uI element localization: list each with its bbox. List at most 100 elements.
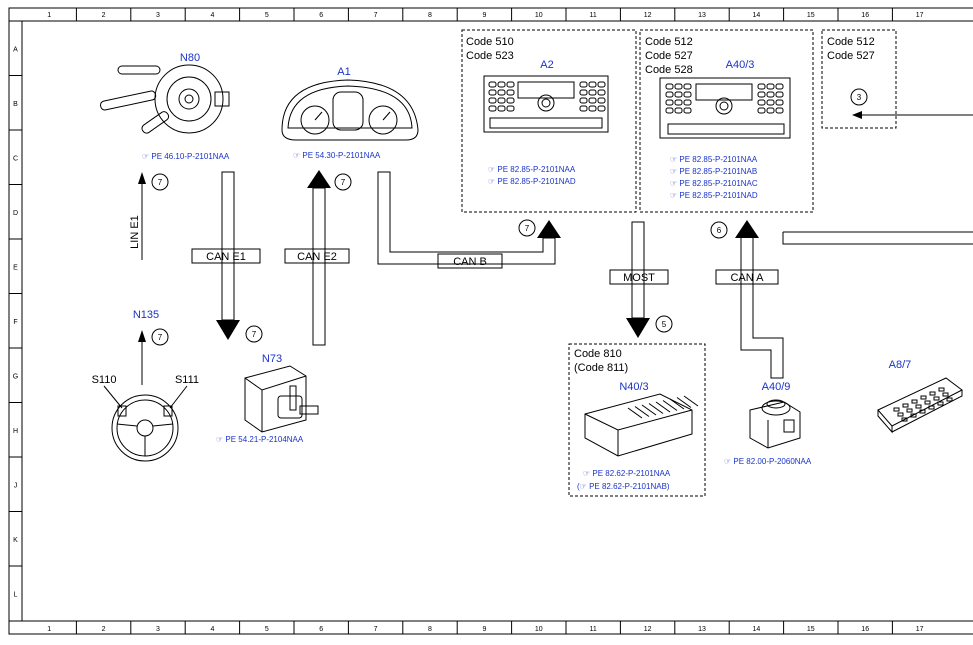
a8-7-label: A8/7 [889, 359, 912, 371]
a2-component: Code 510 Code 523 A2 ☞ PE 82.85-P-2101NA… [461, 29, 637, 213]
column-label-top: 7 [374, 12, 378, 19]
n40-3-code-box [568, 343, 706, 497]
a40-3-component: Code 512 Code 527 Code 528 A40/3 ☞ PE 82… [639, 29, 814, 213]
a1-component: A1 ☞ PE 54.30-P-2101NAA [281, 66, 419, 160]
right-code-1: Code 512 [827, 36, 875, 48]
a40-3-code-box [639, 29, 814, 213]
a2-label: A2 [540, 59, 553, 71]
amplifier-icon [584, 393, 699, 457]
a1-ref: PE 54.30-P-2101NAA [302, 151, 380, 160]
svg-text:☞ PE 54.21-P-2104NAA: ☞ PE 54.21-P-2104NAA [216, 435, 304, 444]
column-label-top: 9 [482, 12, 486, 19]
column-label-top: 10 [535, 12, 543, 19]
column-label-top: 12 [644, 12, 652, 19]
arrow-up-icon [307, 170, 331, 188]
remote-control-icon [877, 377, 963, 434]
column-label-bottom: 14 [753, 626, 761, 633]
n40-3-label: N40/3 [619, 381, 648, 393]
column-label-top: 4 [210, 12, 214, 19]
a40-9-label: A40/9 [762, 381, 791, 393]
n40-3-code-1: Code 810 [574, 348, 622, 360]
ref-icon: ☞ [216, 435, 223, 444]
sheet-frame [8, 7, 973, 635]
arrow-left-icon [852, 111, 862, 119]
column-label-top: 14 [753, 12, 761, 19]
can-e2-label: CAN E2 [297, 251, 337, 263]
svg-text:☞ PE 82.85-P-2101NAD: ☞ PE 82.85-P-2101NAD [670, 191, 758, 200]
a40-3-code-1: Code 512 [645, 36, 693, 48]
arrow-down-icon [216, 320, 240, 340]
svg-text:☞ PE 46.10-P-2101NAA: ☞ PE 46.10-P-2101NAA [142, 152, 230, 161]
row-label: K [13, 537, 18, 544]
row-label: A [13, 46, 18, 53]
most-callout: 5 [662, 320, 667, 329]
ref-icon: ☞ [580, 482, 587, 491]
can-e1-label: CAN E1 [206, 251, 246, 263]
n73-callout: 7 [252, 330, 257, 339]
can-a-bus: CAN A 6 [710, 220, 784, 379]
right-code-2: Code 527 [827, 50, 875, 62]
column-label-bottom: 16 [861, 626, 869, 633]
column-label-top: 3 [156, 12, 160, 19]
n73-label: N73 [262, 353, 282, 365]
ref-icon: ☞ [670, 191, 677, 200]
row-label: D [13, 210, 18, 217]
row-label: L [14, 591, 18, 598]
svg-text:☞ PE 82.85-P-2101NAC: ☞ PE 82.85-P-2101NAC [670, 179, 758, 188]
ref-icon: ☞ [670, 179, 677, 188]
column-label-bottom: 11 [590, 626, 597, 633]
a40-3-ref-2: PE 82.85-P-2101NAB [679, 167, 757, 176]
arrow-up-icon [537, 220, 561, 238]
n73-ref: PE 54.21-P-2104NAA [225, 435, 303, 444]
lin-e1-bus: LIN E1 7 [129, 172, 169, 260]
column-label-bottom: 1 [47, 626, 51, 633]
lin-e1-label: LIN E1 [129, 215, 141, 249]
most-bus: MOST 5 [609, 221, 673, 338]
a2-code-1: Code 510 [466, 36, 514, 48]
a40-9-controller-icon [749, 399, 801, 449]
a2-code-box [461, 29, 637, 213]
n135-callout: 7 [158, 333, 163, 342]
s110-label: S110 [92, 374, 117, 386]
column-label-bottom: 13 [698, 626, 706, 633]
row-label: B [13, 101, 18, 108]
column-label-top: 16 [861, 12, 869, 19]
column-label-top: 15 [807, 12, 815, 19]
column-label-bottom: 8 [428, 626, 432, 633]
arrow-up-icon [138, 330, 146, 342]
column-label-bottom: 3 [156, 626, 160, 633]
arrow-up-icon [735, 220, 759, 238]
svg-text:(☞ PE 82.62-P-2101NAB): (☞ PE 82.62-P-2101NAB) [577, 482, 670, 491]
a40-3-head-unit-icon [659, 77, 791, 139]
n80-component: N80 ☞ PE 46.10-P-2101NAA [100, 52, 230, 161]
row-label: E [13, 264, 18, 271]
column-label-top: 2 [102, 12, 106, 19]
column-label-top: 1 [47, 12, 51, 19]
n40-3-component: Code 810 (Code 811) N40/3 ☞ PE 82.62-P-2… [568, 343, 706, 497]
most-label: MOST [623, 272, 655, 284]
n80-steering-switch-icon [100, 64, 230, 134]
svg-text:☞ PE 54.30-P-2101NAA: ☞ PE 54.30-P-2101NAA [293, 151, 381, 160]
right-box-callout: 3 [857, 93, 862, 102]
n73-ignition-switch-icon [244, 365, 319, 433]
svg-text:☞ PE 82.85-P-2101NAA: ☞ PE 82.85-P-2101NAA [670, 155, 758, 164]
column-label-bottom: 15 [807, 626, 815, 633]
n80-callout: 7 [158, 178, 163, 187]
row-label: G [13, 373, 18, 380]
column-label-bottom: 6 [319, 626, 323, 633]
a2-ref-2: PE 82.85-P-2101NAD [497, 177, 575, 186]
a40-3-code-3: Code 528 [645, 64, 693, 76]
column-label-bottom: 10 [535, 626, 543, 633]
svg-text:☞ PE 82.85-P-2101NAA: ☞ PE 82.85-P-2101NAA [488, 165, 576, 174]
column-label-top: 13 [698, 12, 706, 19]
arrow-down-icon [626, 318, 650, 338]
ref-icon: ☞ [142, 152, 149, 161]
outgoing-bus-right [782, 231, 973, 245]
open-paren: ( [577, 482, 580, 491]
n40-3-code-2: (Code 811) [574, 362, 628, 374]
s111-label: S111 [175, 374, 199, 386]
n80-ref: PE 46.10-P-2101NAA [151, 152, 229, 161]
